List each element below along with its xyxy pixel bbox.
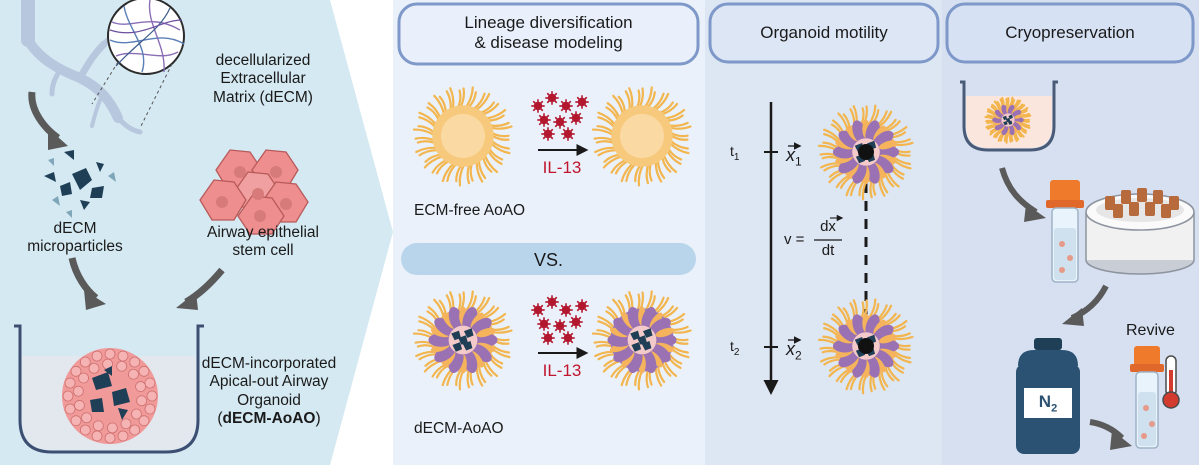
stem-cell-label: Airway epithelial stem cell <box>188 224 338 261</box>
n2-sub: 2 <box>1051 402 1058 415</box>
x1-letter: x <box>786 145 795 165</box>
organoid-label: dECM-incorporated Apical-out Airway Orga… <box>198 355 340 428</box>
x2-label: x2 <box>786 339 802 363</box>
cryo-organoid-small <box>984 96 1032 144</box>
t2-label: t2 <box>730 338 739 359</box>
microparticles-label-line1: dECM <box>53 220 97 237</box>
dECM-label: decellularized Extracellular Matrix (dEC… <box>188 52 338 107</box>
x2-letter: x <box>786 339 795 359</box>
t1-sub: 1 <box>733 151 740 163</box>
arrow-dewar-to-vial <box>1089 419 1125 441</box>
x1-sub: 1 <box>795 154 802 169</box>
liquid-nitrogen-dewar-icon <box>1016 338 1080 454</box>
t1-letter: t <box>730 143 734 159</box>
vs-label: VS. <box>533 250 563 270</box>
motility-header-box <box>708 2 940 64</box>
organoid-label-line3: Organoid <box>237 391 301 409</box>
decm-label: dECM-AoAO <box>414 420 504 437</box>
v-equals: v = <box>784 231 805 248</box>
decm-organoid-left <box>412 290 513 391</box>
lineage-header-line2: & disease modeling <box>474 33 623 53</box>
il13-virus-cluster-bottom <box>531 295 589 345</box>
culture-well-icon <box>14 324 204 454</box>
left-panel-background <box>0 0 393 465</box>
dECM-microparticles-icon <box>44 150 116 218</box>
ecm-free-organoid-left <box>412 86 513 187</box>
n2-letter: N <box>1038 392 1052 411</box>
lineage-header-box <box>397 2 700 66</box>
dECM-label-line2: Extracellular <box>220 70 306 88</box>
revive-label: Revive <box>1126 322 1175 339</box>
lineage-header: Lineage diversification & disease modeli… <box>399 13 698 53</box>
v-denominator: dt <box>821 242 835 259</box>
freezing-container-icon <box>1085 188 1195 275</box>
v-numerator: dx <box>820 218 836 235</box>
organoid-label-line1: dECM-incorporated <box>201 355 337 372</box>
thermometer-icon <box>1162 355 1180 409</box>
microparticles-label: dECM microparticles <box>20 220 130 257</box>
cryo-header: Cryopreservation <box>1005 23 1135 42</box>
stem-cell-icon <box>199 149 309 235</box>
motility-panel-background <box>705 0 942 465</box>
x1-label: x1 <box>786 145 802 169</box>
lineage-panel-background <box>393 0 705 465</box>
organoid-abbr-open: ( <box>217 409 223 427</box>
dECM-label-line1: decellularized <box>215 52 311 69</box>
organoid-abbr: dECM-AoAO <box>222 409 316 427</box>
n2-label: N2 <box>1024 392 1072 415</box>
cryo-header-box <box>945 2 1195 64</box>
stem-cell-label-line1: Airway epithelial <box>207 224 319 241</box>
x2-sub: 2 <box>795 348 802 363</box>
revive-vial-icon <box>1130 346 1164 449</box>
dECM-fiber-circle <box>107 0 185 75</box>
ecm-free-label: ECM-free AoAO <box>414 202 526 219</box>
motile-organoid-t2 <box>817 298 914 395</box>
t2-sub: 2 <box>733 346 740 358</box>
organoid-abbr-line: (dECM-AoAO) <box>198 410 340 428</box>
dECM-label-line3: Matrix (dECM) <box>213 88 313 106</box>
zoom-dotted-line <box>91 61 173 129</box>
t2-letter: t <box>730 338 734 354</box>
cryovial-icon <box>1046 180 1084 283</box>
il13-virus-cluster-top <box>531 91 589 141</box>
stem-cell-label-line2: stem cell <box>232 242 294 260</box>
motility-header: Organoid motility <box>760 23 888 42</box>
lineage-header-line1: Lineage diversification <box>464 13 633 32</box>
motile-organoid-t1 <box>817 104 914 201</box>
t1-label: t1 <box>730 143 739 164</box>
microparticles-label-line2: microparticles <box>27 238 123 256</box>
organoid-abbr-close: ) <box>315 409 321 427</box>
il13-label-bottom: IL-13 <box>542 361 582 380</box>
arrow-particles-to-organoid <box>68 257 99 301</box>
organoid-label-line2: Apical-out Airway <box>209 373 329 391</box>
il13-label-top: IL-13 <box>542 158 582 177</box>
vs-bar <box>401 243 696 275</box>
ecm-free-organoid-right <box>591 86 692 187</box>
decm-organoid-right <box>591 290 692 391</box>
